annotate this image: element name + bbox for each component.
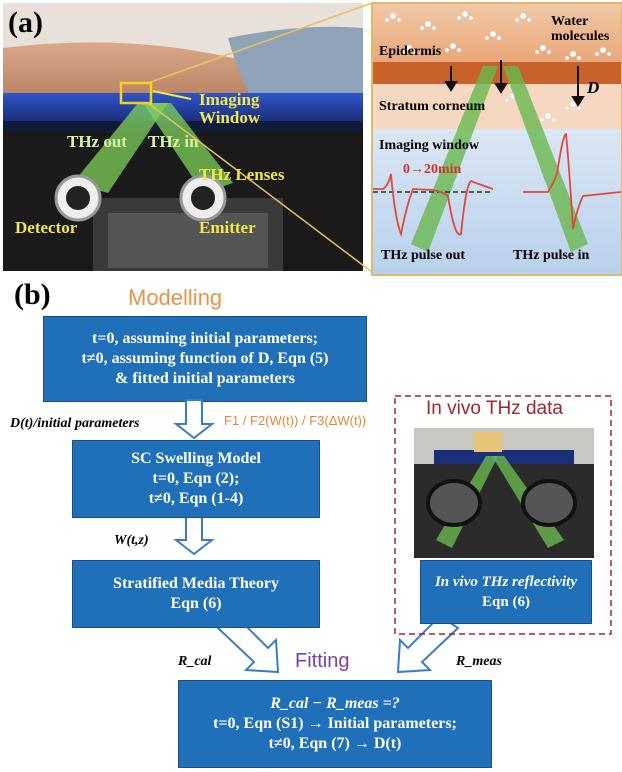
invivo-dashed-frame: [394, 395, 612, 635]
invivo-reflectivity-box: In vivo THz reflectivity Eqn (6): [420, 560, 592, 624]
box2-line: SC Swelling Model: [131, 450, 261, 467]
box5-line: t=0, Eqn (S1) → Initial parameters;: [213, 715, 457, 732]
modelling-title: Modelling: [128, 285, 223, 310]
arrow1-right-label: F1 / F2(W(t)) / F3(ΔW(t)): [224, 413, 367, 428]
box2-line: t=0, Eqn (2);: [152, 470, 240, 487]
box3-line: Stratified Media Theory: [113, 575, 279, 592]
pulse-out-label: THz pulse out: [381, 248, 466, 263]
stratum-corneum-label: Stratum corneum: [379, 99, 486, 114]
d-symbol: D: [587, 78, 600, 97]
imaging-window-schematic-label: Imaging window: [379, 138, 479, 153]
box5-line: t≠0, Eqn (7) → D(t): [268, 735, 402, 752]
pulse-in-trace: [523, 133, 621, 230]
r-meas-label: R_meas: [456, 654, 502, 669]
water-molecules-label: Water molecules: [551, 14, 610, 44]
box2-line: t≠0, Eqn (1-4): [148, 490, 244, 507]
pulse-in-label: THz pulse in: [513, 248, 590, 263]
pulse-out-trace: [373, 173, 494, 238]
zoom-connectors: [147, 2, 373, 273]
photo-illustration: [3, 3, 363, 271]
box1-line: t=0, assuming initial parameters;: [92, 330, 318, 347]
fitting-title: Fitting: [295, 650, 350, 672]
thz-in-label: THz in: [148, 132, 199, 151]
invivo-title: In vivo THz data: [426, 398, 563, 419]
time-range-label: 0→20min: [403, 162, 462, 177]
imaging-window-label: Imaging Window: [199, 90, 261, 127]
fitting-box: R_cal − R_meas =? t=0, Eqn (S1) → Initia…: [178, 680, 492, 768]
emitter-label: Emitter: [199, 218, 256, 237]
skin-schematic: Water molecules Epidermis Stratum corneu…: [371, 2, 622, 276]
invivo-photo: [414, 428, 594, 558]
box1-line: & fitted initial parameters: [115, 370, 295, 387]
box4-line: Eqn (6): [482, 594, 530, 610]
panel-a-label: (a): [8, 6, 43, 39]
panel-a: Imaging Window THz out THz in THz Lenses…: [0, 0, 622, 276]
box3-line: Eqn (6): [170, 595, 222, 612]
detector-label: Detector: [15, 218, 78, 237]
arrow-2: [173, 515, 215, 556]
stratified-media-box: Stratified Media Theory Eqn (6): [72, 560, 320, 628]
invivo-photo-drawing: [414, 428, 594, 558]
arrow-1: [173, 399, 215, 440]
r-cal-label: R_cal: [178, 654, 212, 669]
arrow2-left-label: W(t,z): [114, 533, 149, 548]
setup-photo: Imaging Window THz out THz in THz Lenses…: [3, 3, 363, 271]
box4-line-1: In vivo THz reflectivity: [434, 574, 578, 590]
arrow1-left-label: D(t)/initial parameters: [10, 416, 140, 431]
box1-line: t≠0, assuming function of D, Eqn (5): [81, 350, 329, 367]
sc-swelling-model-box: SC Swelling Model t=0, Eqn (2); t≠0, Eqn…: [72, 440, 320, 518]
window-pointer: [152, 90, 192, 100]
initial-assumptions-box: t=0, assuming initial parameters; t≠0, a…: [43, 316, 367, 402]
schematic-drawing: [373, 4, 621, 274]
box4-line: In vivo THz reflectivity: [421, 572, 591, 592]
arrow-rmeas: [396, 614, 460, 674]
epidermis-label: Epidermis: [379, 44, 442, 59]
thz-out-label: THz out: [67, 132, 127, 151]
panel-b-label: (b): [14, 278, 51, 311]
box5-line: R_cal − R_meas =?: [270, 695, 400, 712]
water-molecules: [384, 10, 612, 123]
